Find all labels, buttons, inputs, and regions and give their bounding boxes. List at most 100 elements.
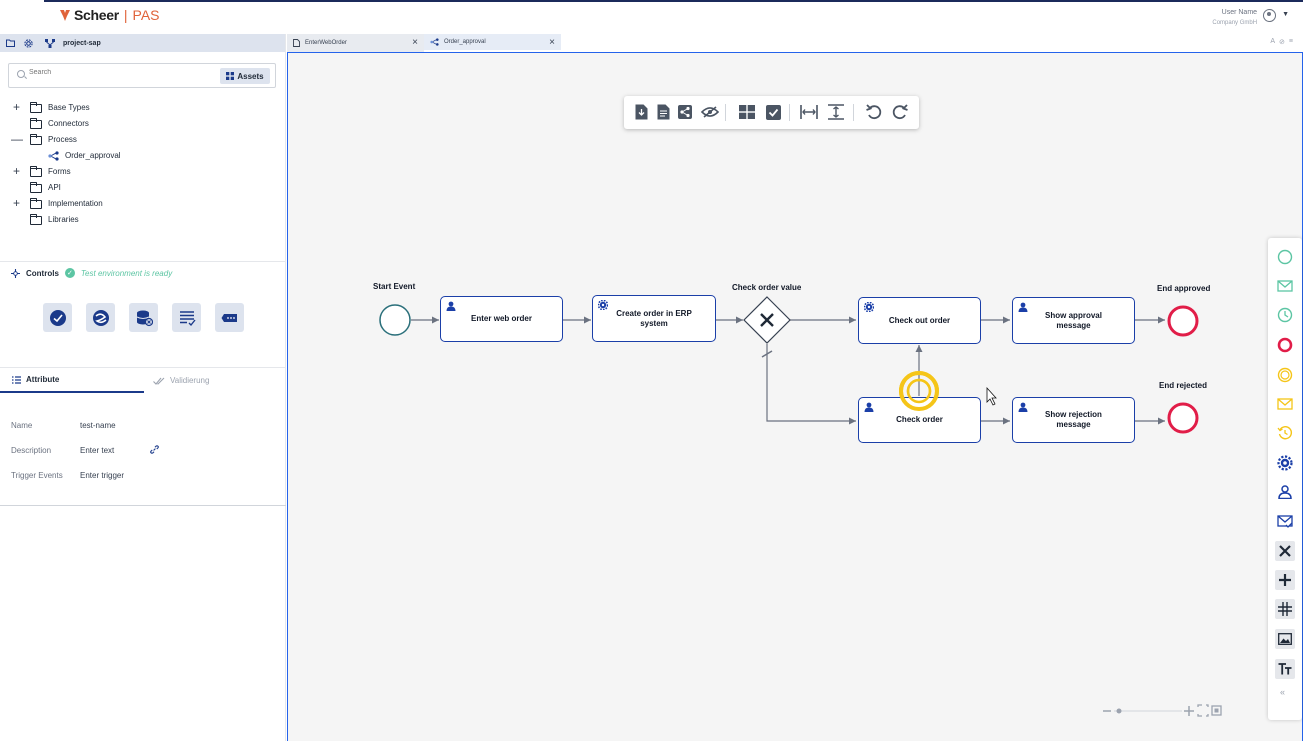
tree-item-libraries[interactable]: Libraries [0, 212, 286, 228]
tree-item-process[interactable]: — Process [0, 132, 286, 148]
expand-icon[interactable]: + [12, 100, 20, 114]
message-intermediate-tool[interactable] [1275, 394, 1295, 414]
language-icon[interactable]: ≡ [1288, 38, 1293, 45]
element-palette: « [1268, 238, 1302, 720]
message-start-tool[interactable] [1275, 276, 1295, 296]
scheer-pas-logo[interactable]: Scheer | PAS [60, 7, 160, 23]
timer-intermediate-tool[interactable] [1275, 423, 1295, 443]
database-button[interactable] [129, 303, 158, 332]
checklist-button[interactable] [172, 303, 201, 332]
redo-icon [892, 104, 908, 120]
fit-width-button[interactable] [799, 102, 819, 122]
message-button[interactable] [215, 303, 244, 332]
parallel-gateway-tool[interactable] [1275, 570, 1295, 590]
user-menu[interactable]: User Name Company GmbH ▼ [1212, 8, 1289, 28]
project-bar: project-sap [0, 34, 285, 52]
share-icon [678, 105, 692, 119]
tree-item-connectors[interactable]: Connectors [0, 116, 286, 132]
name-field[interactable]: test-name [80, 421, 116, 430]
gateway-x-icon [760, 313, 774, 327]
tabbar-actions: A ⊘ ≡ [1270, 38, 1293, 46]
tree-item-forms[interactable]: + Forms [0, 164, 286, 180]
folder-icon[interactable] [5, 38, 15, 48]
task-check-order[interactable]: Check order [858, 397, 981, 443]
project-name[interactable]: project-sap [63, 39, 101, 47]
zoom-in-icon [1184, 706, 1194, 716]
trigger-field[interactable]: Enter trigger [80, 471, 125, 480]
validate-button[interactable] [763, 102, 783, 122]
tab-enter-web-order[interactable]: EnterWebOrder × [287, 34, 424, 52]
double-check-icon [153, 377, 165, 385]
share-button[interactable] [675, 102, 695, 122]
image-tool[interactable] [1275, 629, 1295, 649]
tree-item-label: Connectors [48, 119, 89, 128]
tree-item-order-approval[interactable]: Order_approval [0, 148, 286, 164]
task-enter-web-order[interactable]: Enter web order [440, 296, 563, 342]
deploy-icon [49, 309, 66, 326]
user-task-tool[interactable] [1275, 482, 1295, 502]
assets-button[interactable]: Assets [220, 68, 270, 84]
avatar-icon[interactable] [1263, 9, 1277, 22]
expand-icon[interactable]: + [12, 164, 20, 178]
hide-button[interactable] [700, 102, 720, 122]
tab-attribute[interactable]: Attribute [0, 368, 144, 393]
panel-divider [0, 505, 286, 506]
tree-item-api[interactable]: API [0, 180, 286, 196]
document-button[interactable] [653, 102, 673, 122]
check-icon[interactable]: ⊘ [1279, 39, 1285, 46]
tree-item-base-types[interactable]: + Base Types [0, 100, 286, 116]
user-task-icon [446, 301, 456, 311]
timer-start-tool[interactable] [1275, 305, 1295, 325]
caret-down-icon[interactable]: ▼ [1282, 11, 1289, 18]
collapse-icon[interactable]: — [11, 132, 23, 146]
tab-order-approval[interactable]: Order_approval × [424, 34, 561, 52]
image-icon [1278, 633, 1292, 645]
task-check-out-order[interactable]: Check out order [858, 297, 981, 344]
timer-boundary-event[interactable] [898, 370, 940, 412]
close-icon[interactable]: × [412, 37, 418, 48]
undo-button[interactable] [864, 102, 884, 122]
layout-button[interactable] [737, 102, 757, 122]
start-event-tool[interactable] [1275, 247, 1295, 267]
task-create-order-erp[interactable]: Create order in ERP system [592, 295, 716, 342]
download-button[interactable] [631, 102, 651, 122]
description-field[interactable]: Enter text [80, 446, 115, 455]
fit-height-icon [828, 104, 844, 120]
tree-item-implementation[interactable]: + Implementation [0, 196, 286, 212]
end-rejected-circle [1167, 402, 1199, 434]
font-icon[interactable]: A [1270, 38, 1276, 45]
task-label: Check out order [888, 315, 951, 325]
tree-item-label: Libraries [48, 215, 79, 224]
inclusive-gateway-tool[interactable] [1275, 599, 1295, 619]
swirl-icon [92, 309, 109, 326]
folder-icon [30, 102, 42, 113]
collapse-palette-icon[interactable]: « [1280, 687, 1286, 697]
end-event-tool[interactable] [1275, 335, 1295, 355]
search-input[interactable] [29, 69, 209, 76]
link-icon[interactable] [150, 445, 159, 454]
plus-icon [1279, 574, 1291, 586]
task-show-rejection-message[interactable]: Show rejection message [1012, 397, 1135, 443]
editor-tab-bar: EnterWebOrder × Order_approval × A ⊘ ≡ [287, 34, 1303, 52]
grid-icon [226, 72, 235, 80]
settings-icon[interactable] [23, 38, 33, 48]
exclusive-gateway-tool[interactable] [1275, 541, 1295, 561]
fit-height-button[interactable] [826, 102, 846, 122]
task-label: Show rejection message [1045, 410, 1102, 429]
service-task-tool[interactable] [1275, 453, 1295, 473]
receive-task-tool[interactable] [1275, 511, 1295, 531]
toolbar-separator [853, 104, 854, 121]
expand-icon[interactable]: + [12, 196, 20, 210]
tab-validation[interactable]: Validierung [153, 368, 209, 393]
deploy-button[interactable] [43, 303, 72, 332]
text-tool[interactable] [1275, 659, 1295, 679]
intermediate-event-icon [1277, 367, 1293, 383]
user-task-icon [1018, 302, 1028, 312]
intermediate-event-tool[interactable] [1275, 365, 1295, 385]
redo-button[interactable] [890, 102, 910, 122]
sync-button[interactable] [86, 303, 115, 332]
logo-separator: | [123, 7, 128, 23]
task-show-approval-message[interactable]: Show approval message [1012, 297, 1135, 344]
diagram-canvas[interactable] [287, 52, 1303, 741]
close-icon[interactable]: × [549, 37, 555, 48]
